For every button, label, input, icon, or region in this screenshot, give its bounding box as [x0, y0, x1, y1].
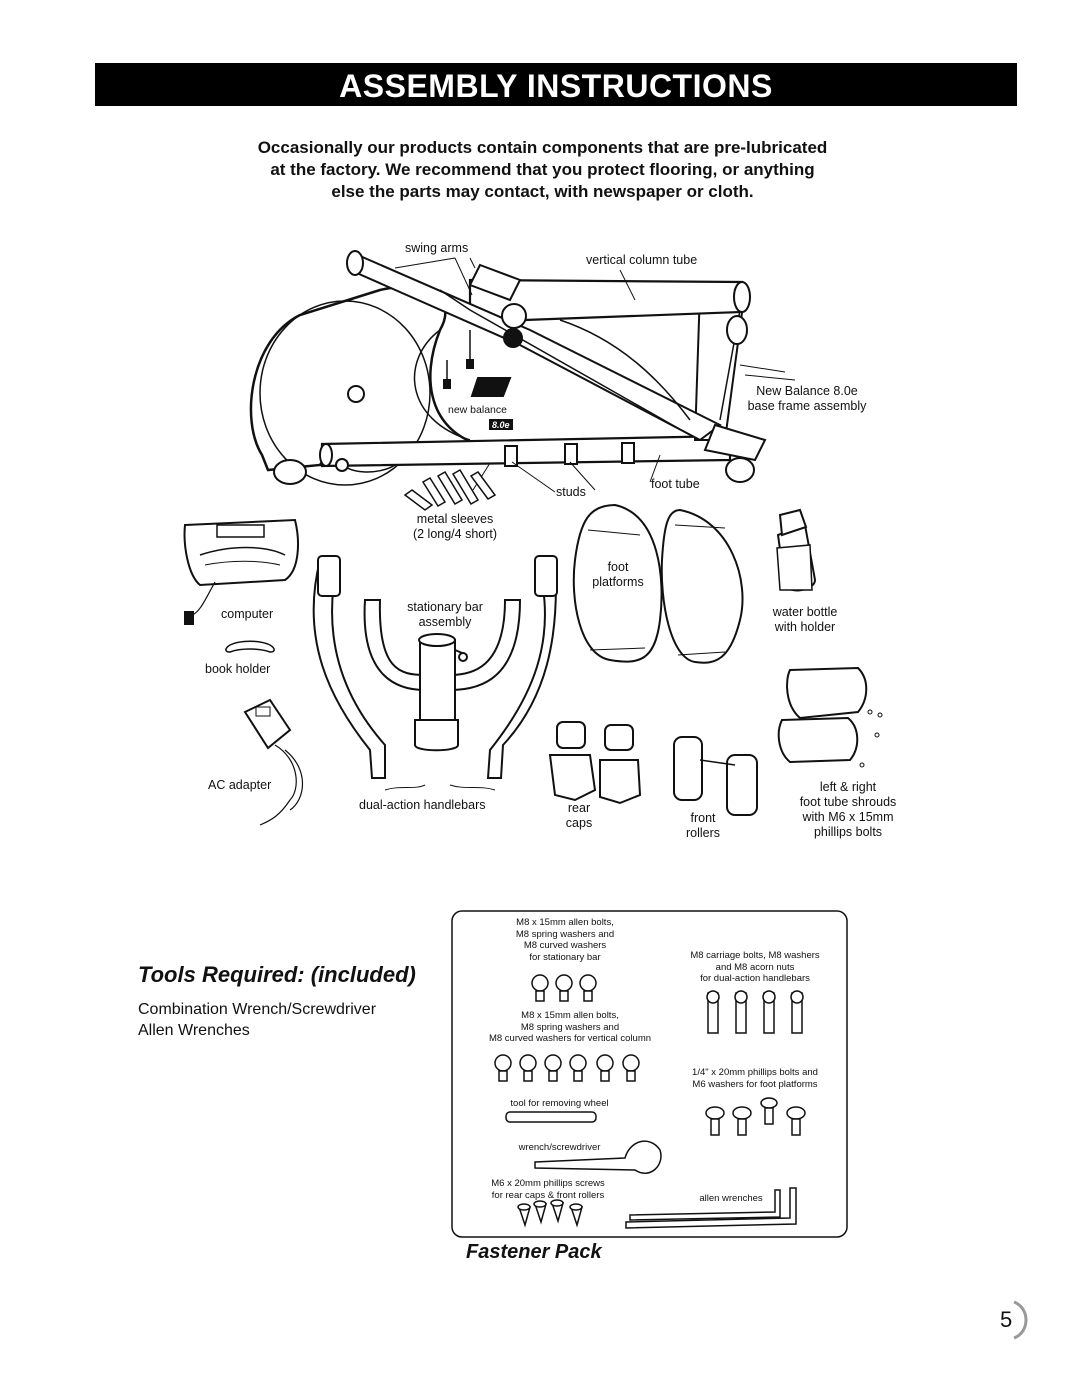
stationary-bar-drawing	[363, 599, 522, 752]
water-bottle-drawing	[776, 508, 817, 592]
label-allen-wrenches: allen wrenches	[699, 1193, 763, 1204]
label-shrouds-line3: with M6 x 15mm	[802, 810, 894, 824]
tools-list: Combination Wrench/Screwdriver Allen Wre…	[138, 999, 376, 1041]
label-wrench-screwdriver: wrench/screwdriver	[518, 1142, 601, 1153]
nb-logo-icon	[470, 377, 512, 397]
label-front-rollers-line1: front	[690, 811, 716, 825]
fastener-group3-line2: and M8 acorn nuts	[715, 961, 795, 973]
book-holder-drawing	[225, 640, 275, 653]
fastener-group3-line3: for dual-action handlebars	[700, 973, 810, 984]
label-base-frame-line2: base frame assembly	[747, 399, 867, 413]
brand-badge-text: 8.0e	[492, 420, 510, 430]
intro-line-3: else the parts may contact, with newspap…	[331, 182, 754, 201]
label-computer: computer	[221, 607, 274, 621]
fastener-pack-heading: Fastener Pack	[466, 1241, 602, 1263]
handlebars-drawing	[312, 555, 558, 791]
label-tool-removing-wheel: tool for removing wheel	[510, 1098, 609, 1109]
label-stationary-bar: stationary bar assembly	[398, 600, 492, 630]
fastener-group1-line3: M8 curved washers	[523, 940, 607, 951]
intro-notice: Occasionally our products contain compon…	[150, 137, 935, 203]
flywheel-hub-icon	[347, 385, 365, 403]
fastener-group3-line1: M8 carriage bolts, M8 washers	[690, 950, 820, 961]
page-number-bracket-icon	[1013, 1300, 1028, 1340]
label-foot-tube-shrouds: left & right foot tube shrouds with M6 x…	[790, 780, 906, 840]
label-metal-sleeves-line1: metal sleeves	[416, 512, 494, 526]
tool-item-allen: Allen Wrenches	[138, 1022, 250, 1039]
front-rollers-drawing	[673, 736, 758, 816]
knob-icon	[503, 328, 523, 348]
label-ac-adapter: AC adapter	[208, 778, 272, 792]
rear-caps-drawing	[548, 721, 642, 805]
label-swing-arms: swing arms	[405, 241, 469, 255]
label-rear-caps-line2: caps	[565, 816, 593, 830]
page-number: 5	[1000, 1307, 1013, 1332]
label-stationary-bar-line2: assembly	[418, 615, 472, 629]
label-vertical-column-tube: vertical column tube	[586, 253, 698, 267]
label-shrouds-line1: left & right	[819, 780, 877, 794]
label-foot-platforms-line2: platforms	[592, 575, 644, 589]
fastener-group5-line2: for rear caps & front rollers	[491, 1189, 605, 1201]
fastener-group2-line2: M8 spring washers and	[520, 1021, 620, 1033]
fastener-bolts-drawing	[494, 974, 806, 1229]
label-water-bottle-line1: water bottle	[772, 605, 838, 619]
label-foot-platforms-line1: foot	[607, 560, 629, 574]
label-water-bottle: water bottle with holder	[760, 605, 850, 635]
fastener-group2-line3: M8 curved washers for vertical column	[488, 1033, 652, 1044]
brand-logo-text: new balance	[448, 404, 507, 416]
label-base-frame: New Balance 8.0e base frame assembly	[737, 384, 877, 414]
fastener-group-stationary-bar: M8 x 15mm allen bolts, M8 spring washers…	[490, 917, 640, 963]
fastener-group-vertical-column: M8 x 15mm allen bolts, M8 spring washers…	[465, 1010, 675, 1045]
fastener-group-foot-platforms: 1/4" x 20mm phillips bolts and M6 washer…	[675, 1067, 835, 1090]
intro-line-1: Occasionally our products contain compon…	[257, 138, 828, 157]
label-metal-sleeves-line2: (2 long/4 short)	[412, 527, 498, 541]
label-studs: studs	[556, 485, 586, 499]
fastener-pack-box	[451, 910, 848, 1238]
tool-item-wrench: Combination Wrench/Screwdriver	[138, 1001, 377, 1018]
label-front-rollers-line2: rollers	[685, 826, 721, 840]
label-shrouds-line2: foot tube shrouds	[799, 795, 897, 809]
foot-tube-shrouds-drawing	[777, 666, 883, 768]
label-book-holder: book holder	[205, 662, 271, 676]
fastener-group1-line4: for stationary bar	[529, 951, 601, 963]
label-foot-tube: foot tube	[651, 477, 700, 491]
ac-adapter-drawing	[243, 698, 303, 826]
label-base-frame-line1: New Balance 8.0e	[756, 384, 858, 398]
label-rear-caps-line1: rear	[567, 801, 591, 815]
label-stationary-bar-line1: stationary bar	[407, 600, 483, 614]
foot-platforms-drawing	[572, 503, 744, 664]
metal-sleeves-drawing	[403, 468, 497, 511]
label-water-bottle-line2: with holder	[774, 620, 836, 634]
fastener-group1-line1: M8 x 15mm allen bolts,	[516, 917, 614, 928]
intro-line-2: at the factory. We recommend that you pr…	[270, 160, 815, 179]
page-title-banner: ASSEMBLY INSTRUCTIONS	[95, 63, 1017, 106]
label-shrouds-line4: phillips bolts	[813, 825, 883, 839]
fastener-group-handlebars: M8 carriage bolts, M8 washers and M8 aco…	[675, 950, 835, 985]
fastener-group4-line2: M6 washers for foot platforms	[692, 1078, 818, 1090]
fastener-group-rear-caps: M6 x 20mm phillips screws for rear caps …	[478, 1178, 618, 1201]
label-handlebars: dual-action handlebars	[359, 798, 486, 812]
fastener-group2-line1: M8 x 15mm allen bolts,	[521, 1010, 619, 1021]
computer-drawing	[183, 518, 299, 625]
label-rear-caps: rear caps	[559, 801, 599, 831]
label-foot-platforms: foot platforms	[586, 560, 650, 590]
fastener-group4-line1: 1/4" x 20mm phillips bolts and	[692, 1067, 818, 1078]
elliptical-frame-drawing: new balance 8.0e	[249, 250, 796, 493]
label-metal-sleeves: metal sleeves (2 long/4 short)	[400, 512, 510, 542]
fastener-group5-line1: M6 x 20mm phillips screws	[491, 1178, 605, 1189]
label-front-rollers: front rollers	[681, 811, 725, 841]
tools-required-heading: Tools Required: (included)	[138, 962, 416, 987]
fastener-group1-line2: M8 spring washers and	[515, 928, 615, 940]
